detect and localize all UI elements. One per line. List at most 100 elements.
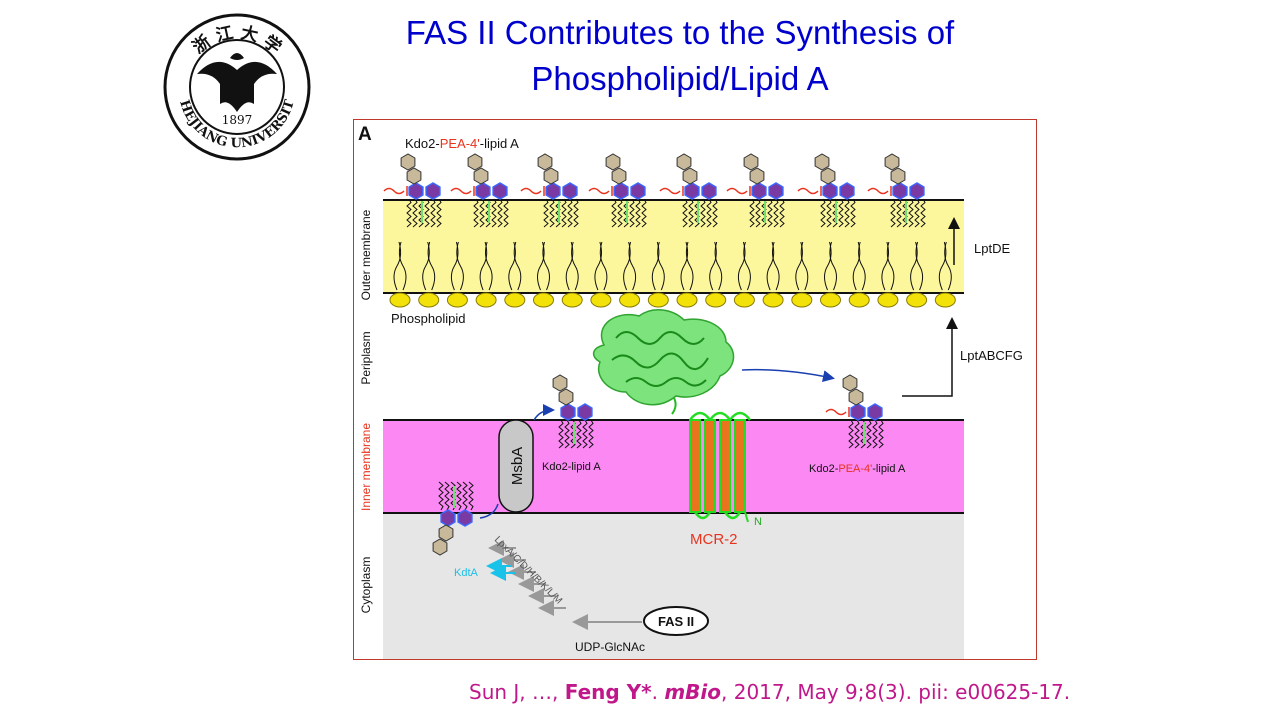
kdo-hexagon [543,167,559,185]
kdo-hexagon [400,153,416,171]
acyl-chain [773,198,779,228]
membrane-diagram: A Outer membrane Periplasm Inner membran… [358,124,1023,659]
modified-lps-right [825,374,884,449]
glucosamine-hexagon [408,182,424,200]
acyl-chain [479,198,485,228]
phospholipid-tail [571,241,579,291]
lps-molecule [867,153,926,228]
phospholipid-head [533,292,554,308]
acyl-chain [749,198,755,228]
glucosamine-hexagon [492,182,508,200]
acyl-chain [503,198,509,228]
msba-transporter [498,419,534,513]
kdo-hexagon [842,374,858,392]
lptabcfg-arrow [902,317,958,397]
acyl-chain [641,198,647,228]
phospholipid-tail [537,241,545,291]
kdo-hexagon [884,153,900,171]
lps-molecule [726,153,785,228]
glucosamine-hexagon [475,182,491,200]
acyl-chain [878,419,884,449]
inner-membrane-band [383,420,964,513]
phospholipid-tail [651,241,660,291]
slide-title-line-2: Phospholipid/Lipid A [531,60,829,97]
pea-group [450,187,472,195]
acyl-chain [700,198,706,228]
label-phospholipid: Phospholipid [391,311,465,326]
lpx-pathway-arrows [486,540,642,630]
phospholipid-tail [737,241,746,291]
label-kdo2-lipid-a: Kdo2-lipid A [542,461,601,473]
outer-membrane-band [383,200,964,293]
acyl-chain [611,198,617,228]
pea-group [825,408,847,416]
lps-molecule [825,374,884,449]
acyl-chain [497,198,503,228]
phospholipid-head [561,292,583,308]
acyl-chain [473,198,479,228]
acyl-chain [850,198,856,228]
phospholipid-tail [772,241,780,291]
label-fas2: FAS II [658,614,694,629]
phospholipid-tail [743,241,751,291]
acyl-chain [543,198,549,228]
phospholipid-leaflet [389,241,956,308]
lps-molecule [450,153,509,228]
phospholipid-head [676,292,698,308]
acyl-chain [468,481,474,511]
phospholipid-head [446,292,468,308]
phospholipid-tail [479,241,488,291]
acyl-chain [826,198,832,228]
glucosamine-hexagon [562,182,578,200]
phospholipid-head [848,292,870,308]
acyl-chain [564,419,570,449]
logo-year: 1897 [222,113,253,127]
phospholipid-tail [393,241,402,291]
kdo-hexagon [467,153,483,171]
kdo-hexagon [611,167,627,185]
acyl-chain [412,198,418,228]
acyl-chain [712,198,718,228]
glucosamine-hexagon [768,182,784,200]
phospholipid-head [418,292,440,308]
phospholipid-head [934,292,956,308]
kdo-hexagon [682,167,698,185]
lps-molecule [432,481,474,556]
lps-molecule [797,153,856,228]
acyl-chain [406,198,412,228]
phospholipid-head [590,292,612,308]
kdo-hexagon [605,153,621,171]
phospholipid-tail [714,241,723,291]
pea-group [383,187,405,195]
phospholipid-tail [398,241,407,291]
phospholipid-tail [800,241,809,291]
acyl-chain [617,198,623,228]
pea-group [867,187,889,195]
lps-molecule [520,153,579,228]
phospholipid-tail [910,241,918,291]
phospholipid-tail [594,241,602,291]
citation: Sun J, …, Feng Y*. mBio, 2017, May 9;8(3… [469,680,1071,704]
university-logo: 1897 ZHEJIANG UNIVERSITY 浙 江 大 学 [156,1,312,162]
phospholipid-head [762,292,784,308]
glucosamine-hexagon [684,182,700,200]
glucosamine-hexagon [425,182,441,200]
phospholipid-tail [685,241,694,291]
acyl-chain [920,198,926,228]
lps-molecule [659,153,718,228]
kdo-hexagon [406,167,422,185]
glucosamine-hexagon [892,182,908,200]
acyl-chain [872,419,878,449]
lps-molecule [588,153,647,228]
label-inner-membrane: Inner membrane [359,423,373,511]
slide-title: FAS II Contributes to the Synthesis of P… [330,10,1030,102]
acyl-chain [914,198,920,228]
panel-letter: A [358,124,372,145]
acyl-chain [456,481,462,511]
acyl-chain [755,198,761,228]
glucosamine-hexagon [822,182,838,200]
acyl-chain [549,198,555,228]
acyl-chain [576,419,582,449]
acyl-chain [573,198,579,228]
glucosamine-hexagon [440,509,456,527]
